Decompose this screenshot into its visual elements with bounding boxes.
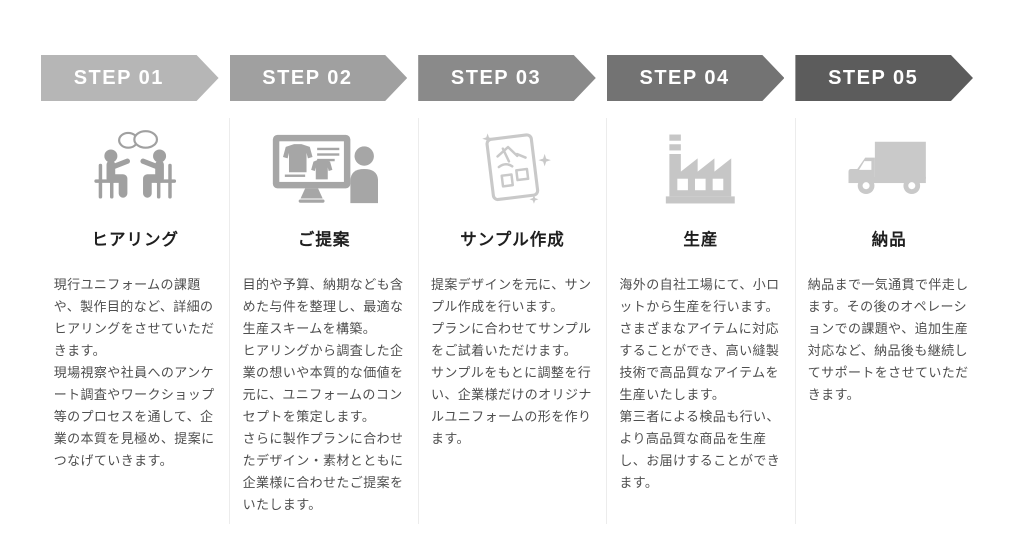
step-column-03: サンプル作成 提案デザインを元に、サンプル作成を行います。 プランに合わせてサン… bbox=[417, 118, 606, 524]
paragraph: 海外の自社工場にて、小ロットから生産を行います。 bbox=[619, 277, 780, 314]
step-banner-label: STEP 03 bbox=[450, 66, 542, 89]
paragraph: ヒアリングから調査した企業の想いや本質的な価値を元に、ユニフォームのコンセプトを… bbox=[242, 343, 404, 424]
step-title: 生産 bbox=[683, 231, 719, 249]
paragraph: さまざまなアイテムに対応することができ、高い縫製技術で高品質なアイテムを生産いた… bbox=[619, 321, 780, 402]
step-column-04: 生産 海外の自社工場にて、小ロットから生産を行います。 さまざまなアイテムに対応… bbox=[606, 118, 794, 524]
step-banner-01: STEP 01 bbox=[41, 55, 219, 101]
step-column-02: ご提案 目的や予算、納期なども含めた与件を整理し、最適な生産スキームを構築。 ヒ… bbox=[229, 118, 417, 524]
step-description: 納品まで一気通貫で伴走します。その後のオペレーションでの課題や、追加生産対応など… bbox=[808, 274, 971, 406]
step-banner-label: STEP 01 bbox=[73, 66, 164, 89]
step-banner-label: STEP 04 bbox=[639, 66, 730, 89]
step-description: 目的や予算、納期なども含めた与件を整理し、最適な生産スキームを構築。 ヒアリング… bbox=[243, 274, 406, 516]
step-description: 提案デザインを元に、サンプル作成を行います。 プランに合わせてサンプルをご試着い… bbox=[431, 274, 594, 450]
step-title: 納品 bbox=[871, 231, 907, 249]
paragraph: 提案デザインを元に、サンプル作成を行います。 bbox=[430, 277, 592, 314]
step-banner-label: STEP 05 bbox=[828, 66, 919, 89]
sample-sketch-icon bbox=[419, 124, 606, 214]
step-banner-02: STEP 02 bbox=[230, 55, 408, 101]
step-banner-04: STEP 04 bbox=[607, 55, 785, 101]
paragraph: さらに製作プランに合わせたデザイン・素材とともに企業様に合わせたご提案をいたしま… bbox=[242, 431, 404, 512]
delivery-truck-icon bbox=[796, 124, 983, 214]
step-description: 海外の自社工場にて、小ロットから生産を行います。 さまざまなアイテムに対応するこ… bbox=[619, 274, 782, 494]
step-column-05: 納品 納品まで一気通貫で伴走します。その後のオペレーションでの課題や、追加生産対… bbox=[794, 118, 983, 524]
step-banner-03: STEP 03 bbox=[418, 55, 596, 101]
paragraph: プランに合わせてサンプルをご試着いただけます。 bbox=[430, 321, 592, 358]
paragraph: 第三者による検品も行い、より高品質な商品を生産し、お届けすることができます。 bbox=[619, 409, 781, 490]
step-column-01: ヒアリング 現行ユニフォームの課題や、製作目的など、詳細のヒアリングをさせていた… bbox=[41, 118, 229, 524]
step-title: ヒアリング bbox=[91, 231, 179, 249]
paragraph: サンプルをもとに調整を行い、企業様だけのオリジナルユニフォームの形を作ります。 bbox=[430, 365, 592, 446]
step-description: 現行ユニフォームの課題や、製作目的など、詳細のヒアリングをさせていただきます。 … bbox=[54, 274, 217, 472]
paragraph: 目的や予算、納期なども含めた与件を整理し、最適な生産スキームを構築。 bbox=[242, 277, 404, 336]
step-title: ご提案 bbox=[297, 231, 351, 249]
paragraph: 納品まで一気通貫で伴走します。その後のオペレーションでの課題や、追加生産対応など… bbox=[807, 277, 969, 402]
proposal-monitor-icon bbox=[230, 124, 417, 214]
factory-icon bbox=[607, 124, 794, 214]
paragraph: 現行ユニフォームの課題や、製作目的など、詳細のヒアリングをさせていただきます。 bbox=[53, 277, 215, 358]
step-banner-row: STEP 01 STEP 02 STEP 03 STEP 04 STEP 05 bbox=[41, 55, 973, 101]
paragraph: 現場視察や社員へのアンケート調査やワークショップ等のプロセスを通して、企業の本質… bbox=[53, 365, 215, 468]
step-title: サンプル作成 bbox=[460, 231, 565, 249]
step-banner-label: STEP 02 bbox=[262, 66, 353, 89]
interview-people-icon bbox=[41, 124, 229, 214]
step-banner-05: STEP 05 bbox=[795, 55, 973, 101]
step-columns: ヒアリング 現行ユニフォームの課題や、製作目的など、詳細のヒアリングをさせていた… bbox=[41, 118, 983, 524]
